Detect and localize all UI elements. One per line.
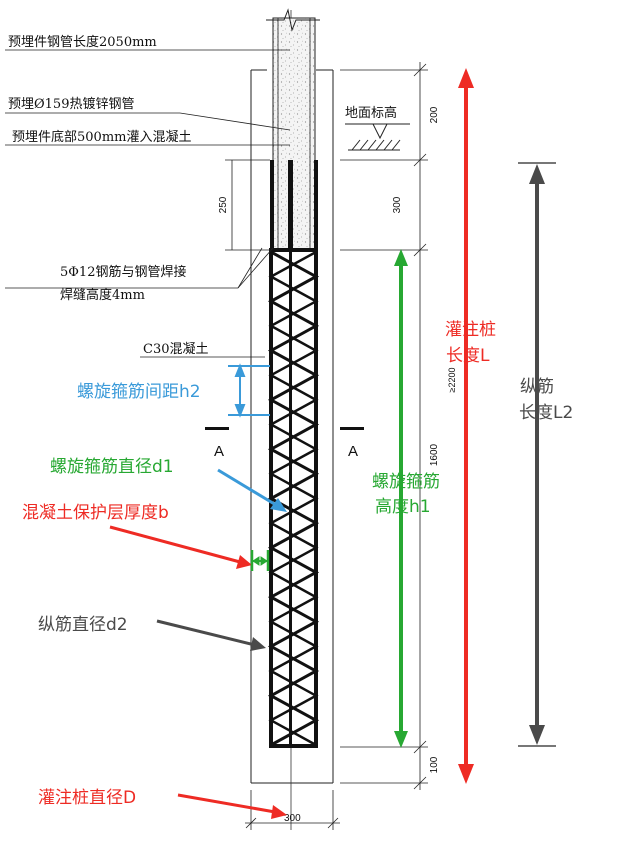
long-bar-length-label-2: 长度L2	[519, 403, 573, 423]
long-bar-length-arrow	[518, 162, 556, 747]
long-bar-length-label-1: 纵筋	[520, 377, 554, 397]
pile-length-label-1: 灌注桩	[445, 320, 496, 340]
dim-2200: ≥2200	[447, 368, 457, 393]
cover-thickness-marker	[250, 550, 270, 571]
dim-250: 250	[218, 196, 229, 213]
weld-height-label: 焊缝高度4mm	[60, 287, 145, 303]
pile-diameter-label: 灌注桩直径D	[38, 788, 136, 808]
diameter-dimension	[245, 790, 340, 830]
leader-lines	[5, 49, 291, 358]
spiral-stirrup	[267, 250, 320, 747]
pile-diameter-arrow	[177, 793, 287, 819]
embedded-pipe-spec-label: 预埋Ø159热镀锌钢管	[8, 96, 134, 112]
cover-thickness-label: 混凝土保护层厚度b	[22, 503, 169, 523]
spiral-spacing-label: 螺旋箍筋间距h2	[77, 382, 201, 402]
dimension-chain-right	[340, 62, 428, 790]
dim-100: 100	[429, 756, 440, 773]
pile-length-label-2: 长度L	[446, 346, 490, 366]
spiral-diameter-label: 螺旋箍筋直径d1	[50, 457, 174, 477]
dim-300: 300	[392, 196, 403, 213]
break-line-icon	[266, 8, 320, 32]
dim-200: 200	[429, 106, 440, 123]
cover-thickness-arrow	[109, 525, 252, 569]
pile-outline	[250, 69, 334, 784]
dim-diameter-300: 300	[284, 813, 301, 824]
concrete-grade-label: C30混凝土	[143, 341, 209, 357]
pile-length-arrow	[458, 68, 474, 784]
reinforcement-cage	[267, 160, 320, 748]
section-mark-right: A	[348, 443, 358, 460]
pipe-bottom-concrete-label: 预埋件底部500mm灌入混凝土	[12, 129, 191, 145]
spacing-h2-marker	[228, 363, 270, 418]
embedded-pipe-length-label: 预埋件钢管长度2050mm	[8, 34, 157, 50]
spiral-height-arrow	[394, 249, 408, 748]
ground-level-label: 地面标高	[345, 105, 397, 121]
spiral-diameter-arrow	[217, 468, 287, 512]
longitudinal-bar-center	[289, 250, 292, 747]
section-mark-left: A	[214, 443, 224, 460]
dim-1600: 1600	[429, 443, 440, 466]
spiral-stirrup-back	[268, 250, 319, 747]
long-bar-diameter-arrow	[156, 619, 266, 651]
weld-spec-label: 5Φ12钢筋与钢管焊接	[60, 264, 186, 280]
section-mark	[205, 427, 364, 430]
long-bar-diameter-label: 纵筋直径d2	[38, 615, 128, 635]
spiral-height-label-2: 高度h1	[375, 497, 431, 517]
ground-level-symbol	[345, 123, 410, 151]
spiral-height-label-1: 螺旋箍筋	[372, 472, 440, 492]
